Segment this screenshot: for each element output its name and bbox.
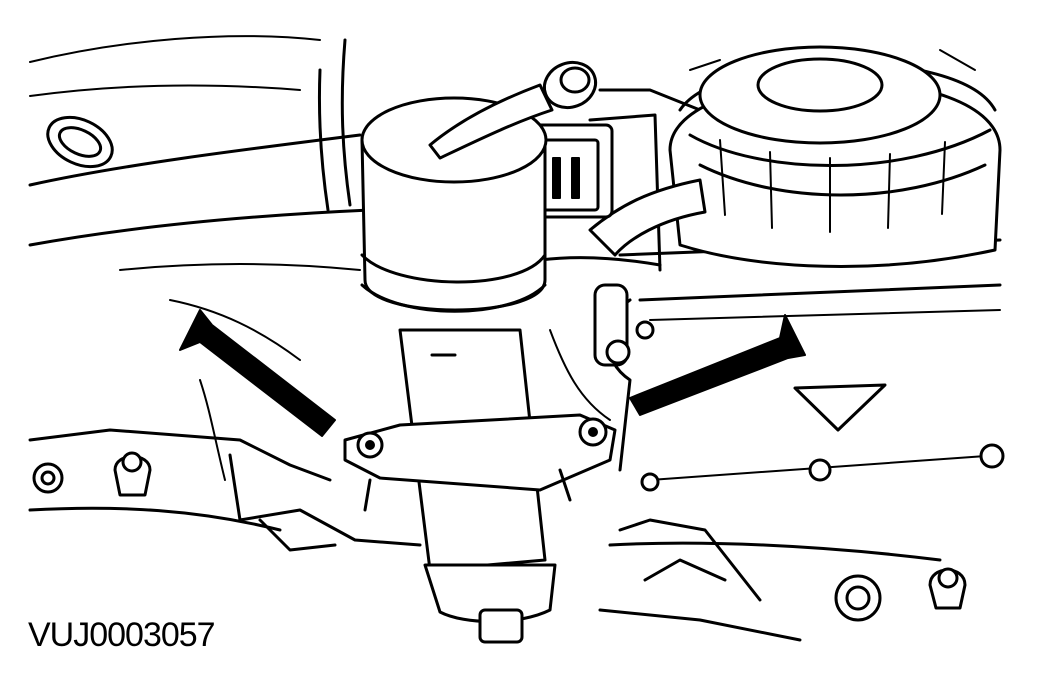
air-filter-housing <box>668 45 1002 268</box>
indicator-arrow-right <box>629 314 806 416</box>
canister-inlet <box>428 60 598 160</box>
lower-left-panel <box>28 379 422 552</box>
hose-clamp <box>593 283 655 367</box>
warning-triangle-icon <box>793 383 887 432</box>
mounting-bracket <box>343 413 617 512</box>
figure-reference-code: VUJ0003057 <box>28 616 216 654</box>
pipe-fitting <box>46 115 114 169</box>
canister <box>360 96 557 644</box>
lower-right-panel <box>598 443 1005 642</box>
engine-bay-background <box>28 35 1002 472</box>
indicator-arrow-left <box>179 309 336 437</box>
vacuum-hose <box>588 178 707 257</box>
